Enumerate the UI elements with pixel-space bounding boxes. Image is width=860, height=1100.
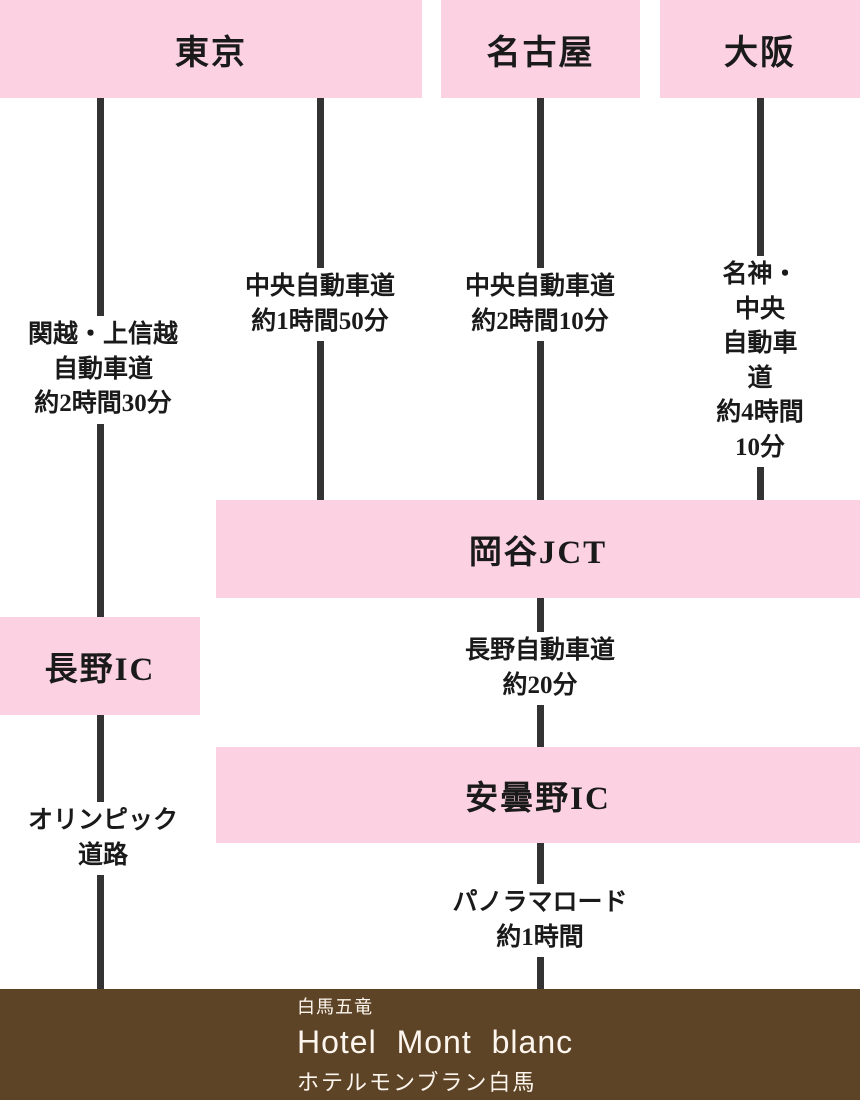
junction-label-okaya-jct: 岡谷JCT [468,535,608,571]
route-label-chuo-from-nagoya: 中央自動車道 約2時間10分 [458,268,622,341]
route-label-chuo-from-tokyo: 中央自動車道 約1時間50分 [238,268,402,341]
junction-box-okaya-jct: 岡谷JCT [216,500,860,598]
route-label-meishin-chuo: 名神・中央 自動車道 約4時間10分 [710,256,810,467]
destination-hotel-name: Hotel Mont blanc [297,1023,574,1060]
junction-box-azumino-ic: 安曇野IC [216,747,860,843]
origin-label-tokyo: 東京 [175,34,247,72]
junction-label-nagano-ic: 長野IC [44,652,156,688]
origin-label-osaka: 大阪 [724,34,796,72]
route-label-nagano-expressway: 長野自動車道 約20分 [458,632,622,705]
route-label-olympic-road: オリンピック 道路 [21,802,185,875]
route-line-tokyo-kanetsu [97,98,104,989]
junction-box-nagano-ic: 長野IC [0,617,200,715]
junction-label-azumino-ic: 安曇野IC [465,781,611,817]
destination-hotel-name-kana: ホテルモンブラン白馬 [297,1069,537,1095]
destination-area-label: 白馬五竜 [297,996,373,1017]
origin-box-nagoya: 名古屋 [441,0,640,98]
route-label-panorama-road: パノラマロード 約1時間 [446,884,634,957]
origin-box-tokyo: 東京 [0,0,422,98]
route-label-kanetsu-joshinetsu: 関越・上信越 自動車道 約2時間30分 [21,316,185,424]
origin-label-nagoya: 名古屋 [486,34,595,72]
origin-box-osaka: 大阪 [660,0,860,98]
destination-bar: 白馬五竜 Hotel Mont blanc ホテルモンブラン白馬 [0,989,860,1100]
